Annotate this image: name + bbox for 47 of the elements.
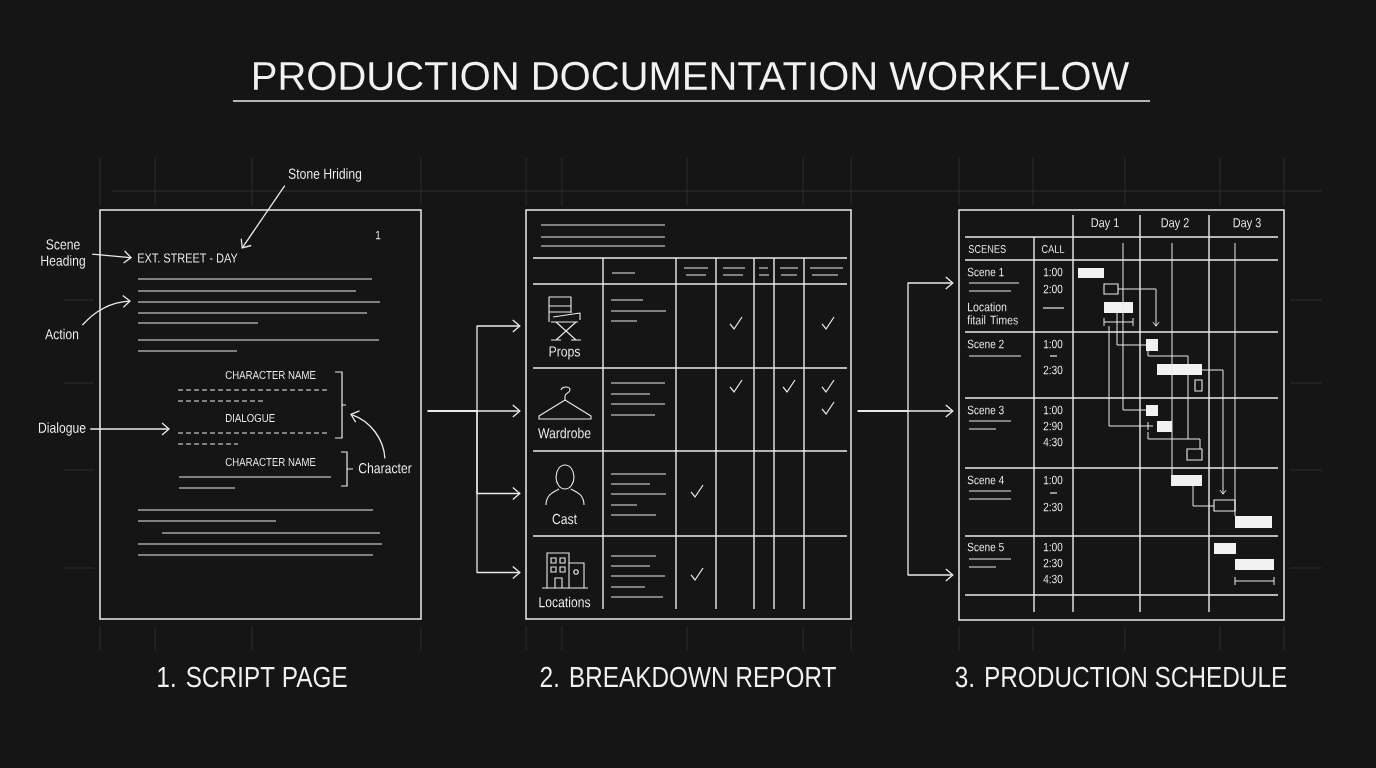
- column-header: Day 1: [1091, 218, 1119, 230]
- time-text: 1:00: [1043, 339, 1063, 349]
- annotation-label: Stone Hriding: [288, 168, 362, 182]
- time-text: 1:00: [1043, 405, 1063, 415]
- column-header: CALL: [1041, 245, 1065, 253]
- leader-arrow: [89, 422, 170, 436]
- time-text: 4:30: [1043, 574, 1063, 584]
- flow-arrow: [857, 410, 954, 582]
- category-cell: Wardrobe: [538, 427, 591, 439]
- time-text: 2:90: [1043, 421, 1063, 431]
- panel-caption: 1. SCRIPT PAGE: [158, 666, 347, 688]
- annotation-label: Dialogue: [39, 422, 86, 436]
- column-header: Day 3: [1233, 218, 1261, 230]
- scene-cell: Scene 4: [967, 475, 1004, 485]
- time-text: 2:30: [1043, 502, 1063, 512]
- character-name: CHARACTER NAME: [225, 370, 316, 380]
- leader-arrow: [240, 184, 286, 249]
- category-cell: Cast: [552, 513, 577, 525]
- category-cell: Locations: [539, 596, 591, 608]
- annotation-label: Character: [358, 462, 412, 474]
- dialogue-text: DIALOGUE: [226, 413, 275, 423]
- annotation-label: Scene Heading: [41, 239, 85, 269]
- character-name: CHARACTER NAME: [225, 457, 316, 467]
- leader-arrow: [81, 294, 131, 326]
- time-text: 2:30: [1043, 365, 1063, 375]
- time-text: 1:00: [1043, 267, 1063, 277]
- flow-arrow: [427, 410, 521, 580]
- page-number: 1: [376, 230, 381, 240]
- scene-cell: Scene 5: [967, 542, 1004, 552]
- annotation-label: Action: [45, 328, 79, 340]
- column-header: Day 2: [1161, 218, 1189, 230]
- time-text: 1:00: [1043, 542, 1063, 552]
- scene-cell: Scene 2: [967, 339, 1004, 349]
- time-text: 2:30: [1043, 558, 1063, 568]
- panel-caption: 3. PRODUCTION SCHEDULE: [955, 666, 1287, 688]
- title: PRODUCTION DOCUMENTATION WORKFLOW: [254, 61, 1130, 91]
- leader-arrow: [350, 410, 386, 460]
- time-text: 1:00: [1043, 475, 1063, 485]
- scene-cell: Scene 3: [967, 405, 1004, 415]
- category-cell: Props: [549, 346, 580, 360]
- time-text: 4:30: [1043, 437, 1063, 447]
- leader-arrow: [91, 250, 133, 264]
- time-text: 2:00: [1043, 284, 1063, 294]
- column-header: SCENES: [968, 245, 1006, 253]
- panel-caption: 2. BREAKDOWN REPORT: [540, 666, 836, 688]
- heading-text: EXT. STREET - DAY: [138, 253, 238, 263]
- scene-cell: Scene 1 Location fitail Times: [967, 267, 1018, 325]
